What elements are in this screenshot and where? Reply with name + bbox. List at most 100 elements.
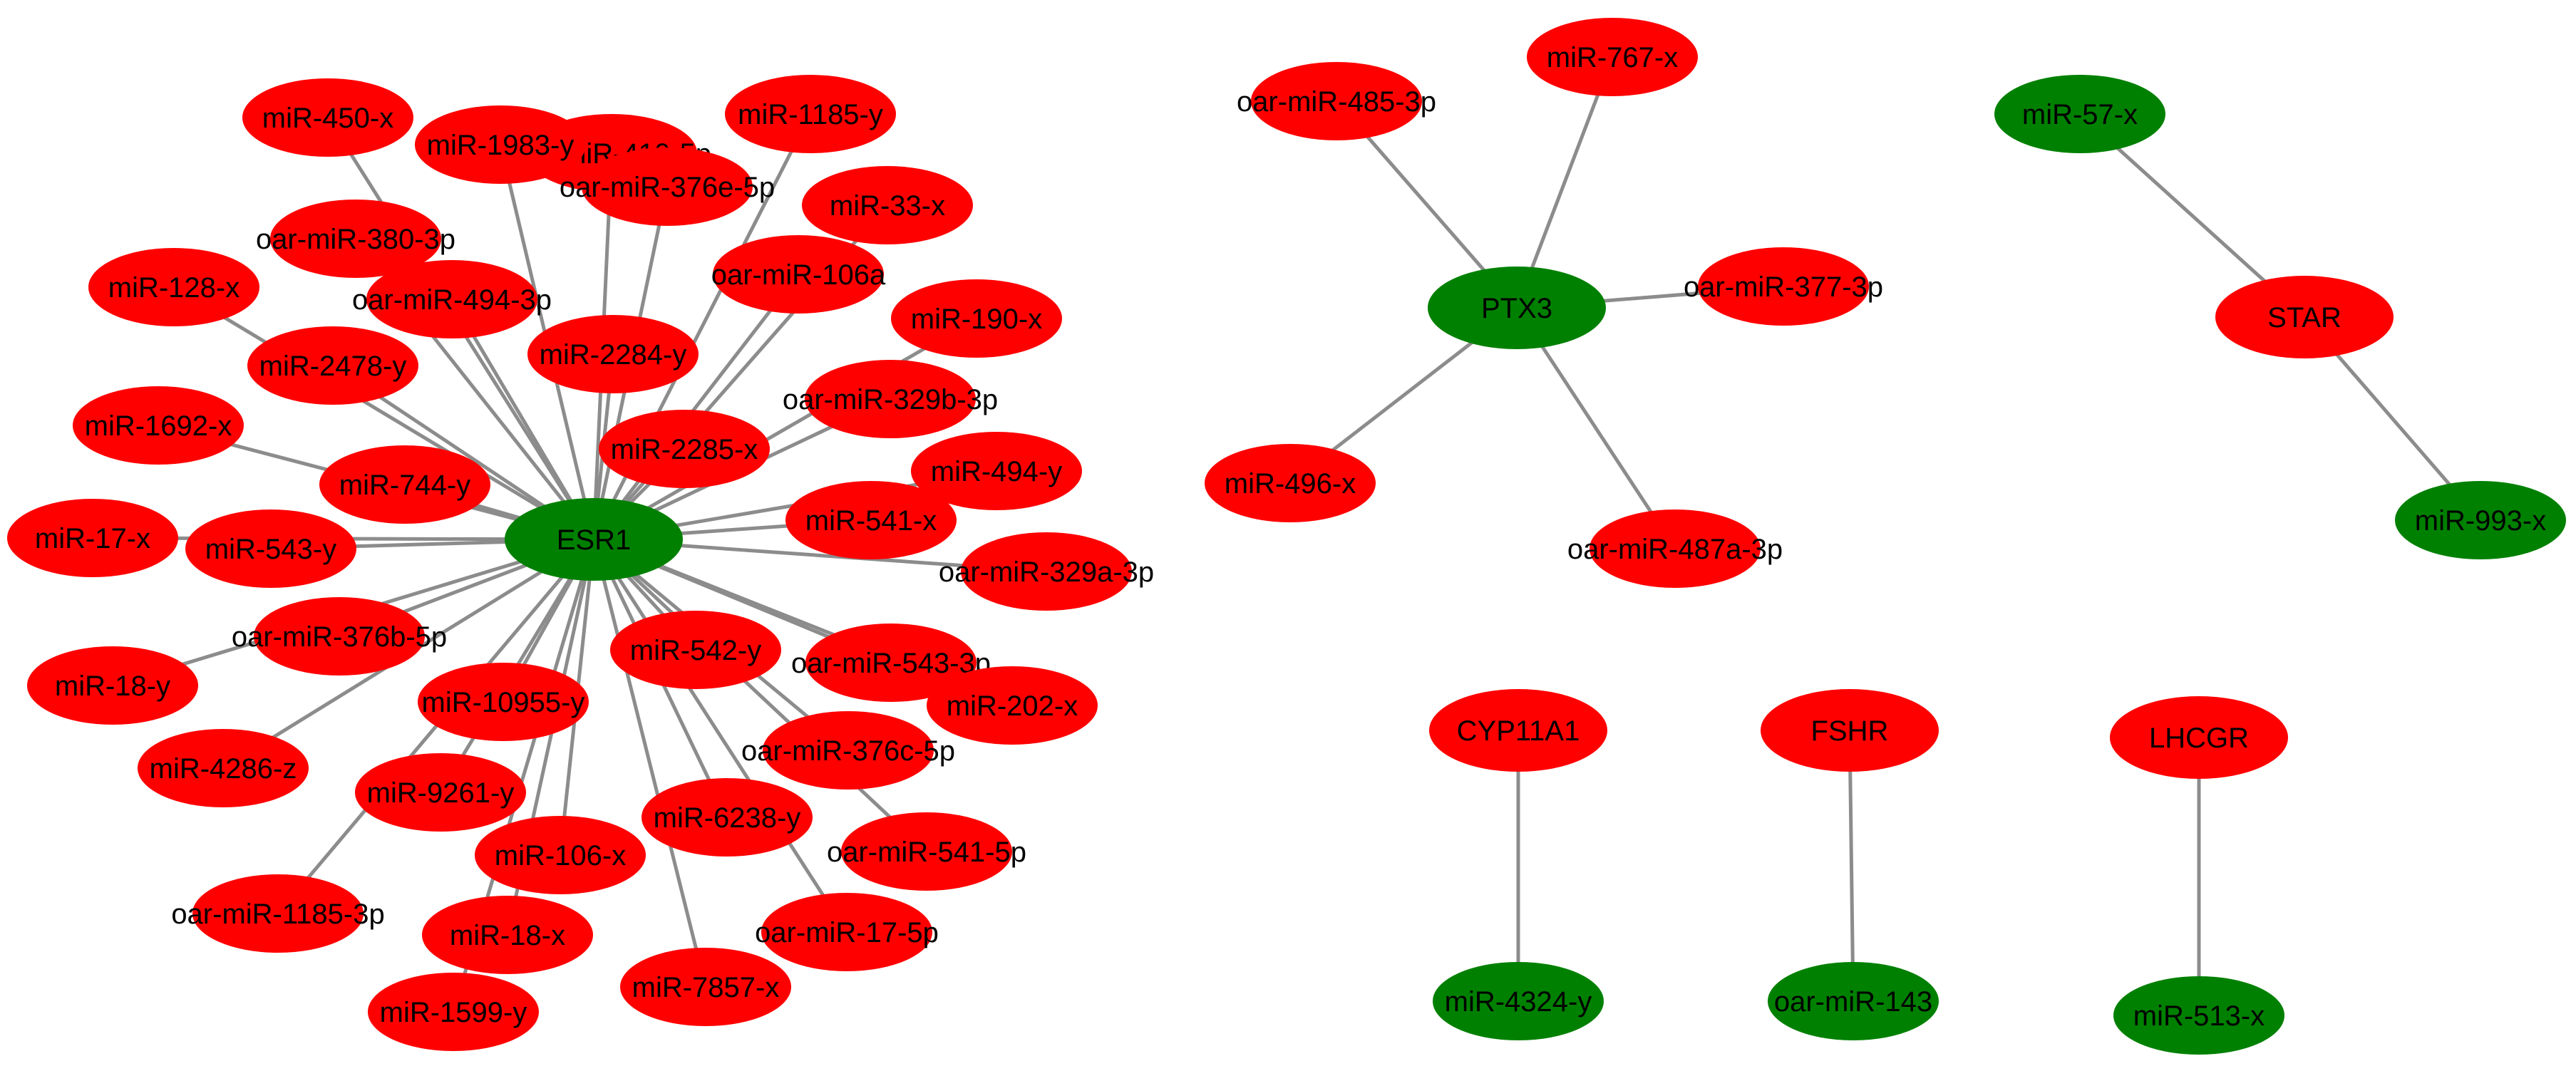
node-label: oar-miR-541-5p xyxy=(827,837,1026,868)
edge-PTX3-oar-miR-487a-3p xyxy=(1515,306,1677,550)
node-oar-miR-377-3p: oar-miR-377-3p xyxy=(1684,247,1883,326)
node-label: CYP11A1 xyxy=(1457,715,1580,747)
node-oar-miR-487a-3p: oar-miR-487a-3p xyxy=(1567,509,1783,588)
node-miR-1185-y: miR-1185-y xyxy=(725,75,896,153)
node-miR-513-x: miR-513-x xyxy=(2113,976,2284,1055)
node-miR-4286-z: miR-4286-z xyxy=(138,729,309,807)
node-label: miR-57-x xyxy=(2022,99,2138,130)
node-label: miR-496-x xyxy=(1225,468,1356,500)
node-miR-9261-y: miR-9261-y xyxy=(355,753,526,832)
node-ellipse xyxy=(805,360,976,438)
node-label: miR-1692-x xyxy=(85,410,232,442)
node-label: miR-744-y xyxy=(339,470,470,501)
node-miR-10955-y: miR-10955-y xyxy=(418,663,589,741)
node-ellipse xyxy=(185,509,356,588)
node-ellipse xyxy=(270,200,441,278)
edge-ESR1-miR-7857-x xyxy=(592,539,708,988)
node-ellipse xyxy=(620,948,791,1026)
node-miR-6238-y: miR-6238-y xyxy=(642,778,813,857)
node-FSHR: FSHR xyxy=(1761,689,1939,772)
node-label: miR-2478-y xyxy=(259,351,407,382)
node-ellipse xyxy=(7,499,178,577)
node-ellipse xyxy=(254,597,425,676)
node-miR-494-y: miR-494-y xyxy=(911,432,1082,510)
node-label: oar-miR-377-3p xyxy=(1684,271,1883,303)
node-label: STAR xyxy=(2267,302,2341,333)
node-miR-744-y: miR-744-y xyxy=(319,445,490,524)
node-oar-miR-17-5p: oar-miR-17-5p xyxy=(755,893,939,971)
node-ellipse xyxy=(2215,276,2394,358)
edge-ESR1-miR-128-x xyxy=(172,285,595,542)
node-ellipse xyxy=(418,663,589,741)
node-label: miR-10955-y xyxy=(422,687,585,718)
node-label: miR-767-x xyxy=(1547,42,1678,73)
node-miR-202-x: miR-202-x xyxy=(927,666,1098,745)
node-ellipse xyxy=(88,248,259,326)
node-ellipse xyxy=(785,481,957,559)
node-oar-miR-376c-5p: oar-miR-376c-5p xyxy=(741,711,955,790)
node-label: oar-miR-329a-3p xyxy=(939,557,1154,588)
node-miR-2285-x: miR-2285-x xyxy=(599,410,770,488)
node-ellipse xyxy=(725,75,896,153)
node-miR-57-x: miR-57-x xyxy=(1994,75,2165,153)
node-label: miR-494-y xyxy=(931,456,1062,487)
node-miR-17-x: miR-17-x xyxy=(7,499,178,577)
node-ellipse xyxy=(911,432,1082,510)
node-ellipse xyxy=(415,105,586,184)
edge-ESR1-oar-miR-17-5p xyxy=(592,538,849,933)
node-label: oar-miR-380-3p xyxy=(256,224,455,255)
node-label: miR-4286-z xyxy=(150,753,297,785)
node-ellipse xyxy=(1428,267,1606,349)
node-ellipse xyxy=(527,315,699,393)
node-label: miR-202-x xyxy=(947,690,1078,722)
node-ellipse xyxy=(761,893,932,971)
node-oar-miR-376b-5p: oar-miR-376b-5p xyxy=(232,597,447,676)
edge-ESR1-oar-miR-541-5p xyxy=(592,538,928,853)
node-miR-18-x: miR-18-x xyxy=(422,896,593,974)
node-label: oar-miR-376e-5p xyxy=(560,172,775,203)
node-miR-542-y: miR-542-y xyxy=(610,611,781,689)
node-miR-1599-y: miR-1599-y xyxy=(368,973,539,1051)
node-label: miR-128-x xyxy=(108,272,239,304)
node-ellipse xyxy=(891,279,1062,358)
node-ellipse xyxy=(242,78,413,157)
node-ellipse xyxy=(1698,247,1869,326)
node-ellipse xyxy=(27,646,198,725)
edge-ESR1-oar-miR-106a xyxy=(592,273,800,541)
node-label: ESR1 xyxy=(557,524,632,556)
node-label: oar-miR-543-3p xyxy=(791,648,991,679)
node-ellipse xyxy=(841,812,1012,891)
node-miR-993-x: miR-993-x xyxy=(2395,481,2566,559)
edge-ESR1-oar-miR-494-3p xyxy=(450,298,596,541)
edge-ESR1-miR-190-x xyxy=(592,316,978,542)
node-label: miR-6238-y xyxy=(654,802,801,834)
node-ellipse xyxy=(2113,976,2284,1055)
node-ellipse xyxy=(1768,962,1939,1040)
node-ellipse xyxy=(247,326,418,405)
node-label: oar-miR-494-3p xyxy=(352,284,552,316)
node-ellipse xyxy=(475,816,646,894)
node-ellipse xyxy=(1429,689,1607,772)
node-miR-190-x: miR-190-x xyxy=(891,279,1062,358)
edge-layer xyxy=(92,56,2482,1015)
node-miR-1692-x: miR-1692-x xyxy=(73,386,244,465)
node-ellipse xyxy=(610,611,781,689)
node-ellipse xyxy=(642,778,813,857)
node-label: oar-miR-17-5p xyxy=(755,917,939,948)
node-ellipse xyxy=(961,532,1132,611)
node-ellipse xyxy=(805,624,977,702)
node-ellipse xyxy=(2395,481,2566,559)
node-oar-miR-380-3p: oar-miR-380-3p xyxy=(256,200,455,278)
node-miR-541-x: miR-541-x xyxy=(785,481,957,559)
node-label: miR-543-y xyxy=(205,534,336,565)
node-label: miR-4324-y xyxy=(1445,986,1592,1018)
node-ellipse xyxy=(763,711,934,790)
node-ellipse xyxy=(1994,75,2165,153)
node-miR-450-x: miR-450-x xyxy=(242,78,413,157)
node-label: miR-2284-y xyxy=(540,339,687,371)
node-ellipse xyxy=(713,235,884,314)
node-miR-2284-y: miR-2284-y xyxy=(527,315,699,393)
node-label: miR-1599-y xyxy=(380,997,527,1028)
edge-FSHR-oar-miR-143 xyxy=(1848,730,1855,1002)
